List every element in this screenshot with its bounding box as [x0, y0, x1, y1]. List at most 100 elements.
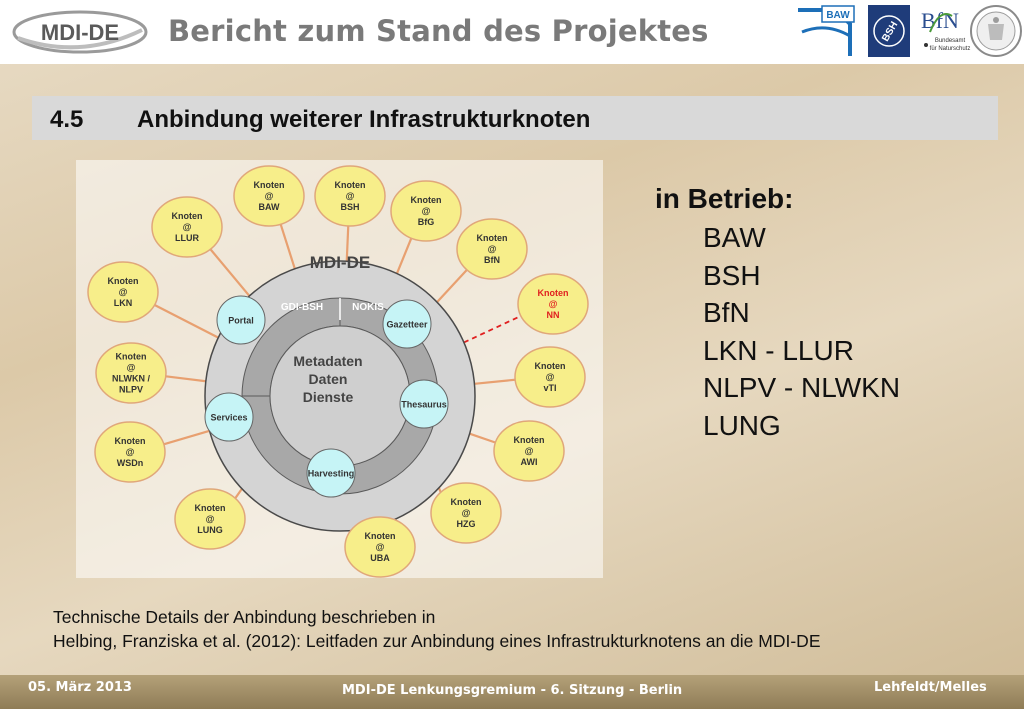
ring-title: MDI-DE: [310, 253, 370, 272]
footnote: Technische Details der Anbindung beschri…: [53, 605, 821, 653]
core-line-1: Metadaten: [293, 353, 362, 369]
node-label: @: [265, 191, 274, 201]
node-label: @: [376, 542, 385, 552]
bfn-logo: BfN Bundesamt für Naturschutz: [921, 8, 970, 52]
node-label: BSH: [340, 202, 359, 212]
node-label: HZG: [457, 519, 476, 529]
node-connector: [345, 224, 350, 262]
node-circle: [344, 516, 416, 578]
bsh-logo: BSH: [868, 5, 910, 57]
node-circle: [95, 342, 167, 404]
node-label: @: [119, 287, 128, 297]
node-connector: [474, 378, 517, 385]
node-label: NLWKN /: [112, 374, 150, 384]
component-circle: [399, 379, 449, 429]
partner-logos: BAW BSH BfN Bundesamt für Naturschutz: [798, 5, 1022, 57]
status-heading: in Betrieb:: [655, 183, 794, 214]
node-label: WSDn: [117, 458, 144, 468]
node-connector: [153, 303, 219, 339]
node-circle: [430, 482, 502, 544]
node-label: Knoten: [195, 503, 226, 513]
logo-text: MDI-DE: [41, 20, 119, 45]
footer-meeting: MDI-DE Lenkungsgremium - 6. Sitzung - Be…: [342, 683, 683, 698]
node-label: NN: [547, 310, 560, 320]
section-heading-bar: 4.5 Anbindung weiterer Infrastrukturknot…: [32, 96, 998, 140]
node-label: LLUR: [175, 233, 199, 243]
infrastructure-nodes: Knoten@BAWKnoten@BSHKnoten@BfGKnoten@BfN…: [87, 165, 589, 578]
node-circle: [233, 165, 305, 227]
node-connector: [162, 429, 210, 446]
status-item: LUNG: [703, 409, 781, 441]
core-line-3: Dienste: [303, 389, 354, 405]
footnote-line-1: Technische Details der Anbindung beschri…: [53, 607, 436, 627]
status-item: NLPV - NLWKN: [703, 372, 901, 403]
core-line-2: Daten: [309, 371, 348, 387]
bfn-logo-subtitle-1: Bundesamt: [935, 38, 966, 44]
node-label: @: [488, 244, 497, 254]
component-label: Thesaurus: [401, 400, 447, 410]
node-circle: [456, 218, 528, 280]
node-circle: [94, 421, 166, 483]
node-label: Knoten: [365, 531, 396, 541]
node-label: Knoten: [108, 276, 139, 286]
university-seal: [970, 5, 1022, 57]
node-label: @: [127, 363, 136, 373]
node-label: LKN: [114, 298, 133, 308]
node-label: AWI: [521, 457, 538, 467]
slide-title: Bericht zum Stand des Projektes: [168, 14, 709, 48]
ring-segment-left: GDI-BSH: [281, 302, 323, 313]
node-circle: [390, 180, 462, 242]
node-label: Knoten: [477, 233, 508, 243]
node-circle: [517, 273, 589, 335]
ring-segment-right: NOKIS: [352, 302, 384, 313]
node-label: @: [546, 372, 555, 382]
node-label: @: [183, 222, 192, 232]
component-circle: [216, 295, 266, 345]
node-label: Knoten: [451, 497, 482, 507]
infrastructure-diagram: MDI-DE GDI-BSH NOKIS Metadaten Daten Die…: [76, 160, 603, 578]
slide-header: MDI-DE Bericht zum Stand des Projektes B…: [0, 0, 1024, 64]
node-label: BfN: [484, 255, 500, 265]
node-label: Knoten: [535, 361, 566, 371]
node-circle: [87, 261, 159, 323]
node-label: UBA: [370, 553, 390, 563]
component-label: Services: [210, 413, 247, 423]
section-number: 4.5: [50, 106, 84, 133]
node-connector: [469, 432, 497, 444]
section-title: Anbindung weiterer Infrastrukturknoten: [137, 106, 591, 133]
node-connector: [208, 247, 251, 297]
node-circle: [174, 488, 246, 550]
node-label: Knoten: [514, 435, 545, 445]
footnote-line-2: Helbing, Franziska et al. (2012): Leitfa…: [53, 631, 821, 651]
node-connector: [436, 268, 469, 303]
node-label: @: [422, 206, 431, 216]
footer-date: 05. März 2013: [28, 680, 132, 695]
node-connector: [279, 222, 296, 270]
node-circle: [151, 196, 223, 258]
node-label: @: [525, 446, 534, 456]
node-circle: [493, 420, 565, 482]
component-circle: [306, 448, 356, 498]
node-label: NLPV: [119, 385, 143, 395]
component-label: Portal: [228, 316, 254, 326]
bfn-logo-subtitle-2: für Naturschutz: [930, 46, 971, 52]
status-item: BSH: [703, 259, 761, 291]
bfn-logo-text: BfN: [921, 8, 959, 33]
component-label: Harvesting: [308, 469, 355, 479]
status-block: in Betrieb: BAW BSH BfN LKN - LLUR NLPV …: [655, 183, 900, 444]
status-item: LKN - LLUR: [703, 334, 854, 366]
node-label: Knoten: [411, 195, 442, 205]
node-label: @: [126, 447, 135, 457]
node-label: Knoten: [538, 288, 569, 298]
baw-logo-text: BAW: [826, 10, 850, 21]
status-list: BAW BSH BfN LKN - LLUR NLPV - NLWKN LUNG: [703, 219, 900, 444]
node-label: Knoten: [116, 352, 147, 362]
status-item: BAW: [703, 222, 766, 253]
node-label: Knoten: [335, 180, 366, 190]
node-connector: [164, 375, 206, 383]
slide-footer: 05. März 2013 MDI-DE Lenkungsgremium - 6…: [0, 675, 1024, 709]
node-label: @: [462, 508, 471, 518]
footer-authors: Lehfeldt/Melles: [874, 680, 987, 695]
component-circle: [204, 392, 254, 442]
